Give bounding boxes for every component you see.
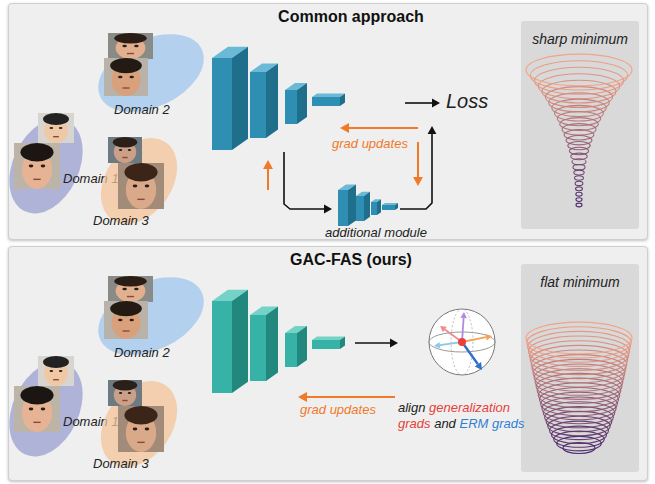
grad-update-label: grad updates — [332, 136, 408, 151]
landscape-label: flat minimum — [521, 274, 639, 290]
domain-ellipse — [85, 367, 193, 482]
domain-ellipse — [6, 121, 86, 211]
domain-cluster: Domain 2 — [96, 38, 206, 108]
domain-label: Domain 2 — [114, 102, 170, 117]
domain-cluster: Domain 2 — [96, 281, 206, 351]
domain-cluster: Domain 1 — [6, 364, 86, 454]
module-label: additional module — [321, 225, 431, 240]
landscape-box: sharp minimum — [521, 21, 639, 229]
domain-ellipse — [86, 262, 216, 371]
domain-cluster: Domain 1 — [6, 121, 86, 211]
alignment-caption: aligngeneralization gradsandERM grads — [398, 400, 530, 432]
landscape-label: sharp minimum — [521, 31, 639, 47]
domain-ellipse — [96, 379, 182, 469]
domain-ellipse — [96, 136, 182, 226]
alignment-text: ERM grads — [459, 416, 524, 431]
panel-title: Common approach — [201, 8, 501, 26]
domain-label: Domain 3 — [93, 213, 149, 228]
alignment-text: align — [398, 400, 425, 415]
domain-ellipse — [0, 350, 97, 469]
grad-update-label: grad updates — [300, 402, 376, 417]
approach-panel: GAC-FAS (ours)Domain 2Domain 1Domain 3fl… — [8, 246, 648, 481]
domain-ellipse — [96, 281, 206, 351]
domain-label: Domain 2 — [114, 345, 170, 360]
domain-ellipse — [86, 19, 216, 128]
domain-label: Domain 3 — [93, 456, 149, 471]
domain-ellipse — [96, 38, 206, 108]
domain-ellipse — [85, 124, 193, 239]
module-box: additional module — [321, 179, 431, 241]
alignment-text: and — [434, 416, 456, 431]
domain-ellipse — [6, 364, 86, 454]
approach-panel: Common approachDomain 2Domain 1Domain 3a… — [8, 3, 648, 240]
domain-cluster: Domain 3 — [96, 379, 182, 469]
panel-title: GAC-FAS (ours) — [201, 251, 501, 269]
landscape-box: flat minimum — [521, 264, 639, 472]
loss-label: Loss — [446, 90, 488, 113]
domain-cluster: Domain 3 — [96, 136, 182, 226]
domain-ellipse — [0, 107, 97, 226]
